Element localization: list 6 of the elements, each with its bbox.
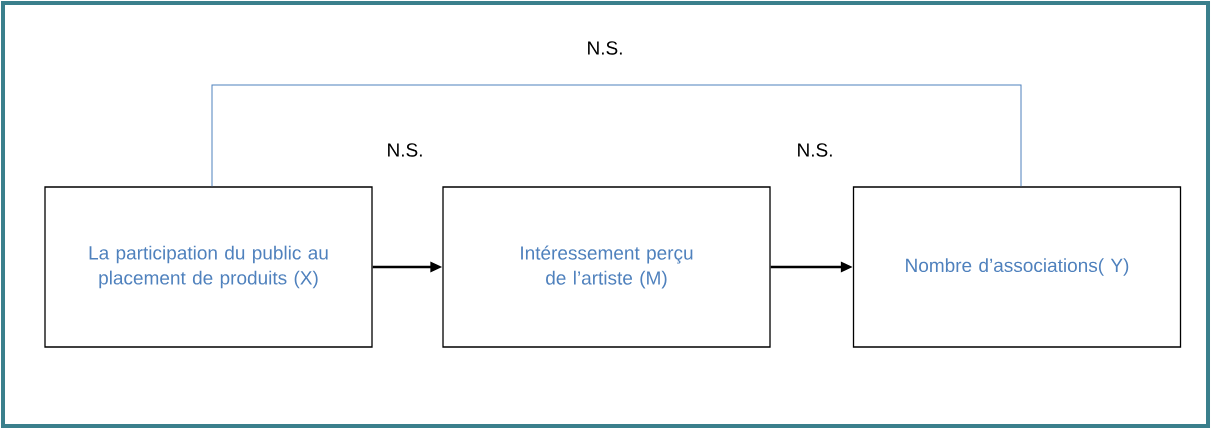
significance-label: N.S. bbox=[798, 143, 832, 157]
edge-label: N.S. bbox=[584, 39, 626, 57]
box: Nombre d’associations( Y) bbox=[852, 186, 1182, 348]
significance-label: N.S. bbox=[388, 143, 422, 157]
box: Intéressement perçu de l’artiste (M) bbox=[442, 186, 771, 348]
box: La participation du public au placement de produits (X) bbox=[44, 186, 373, 348]
